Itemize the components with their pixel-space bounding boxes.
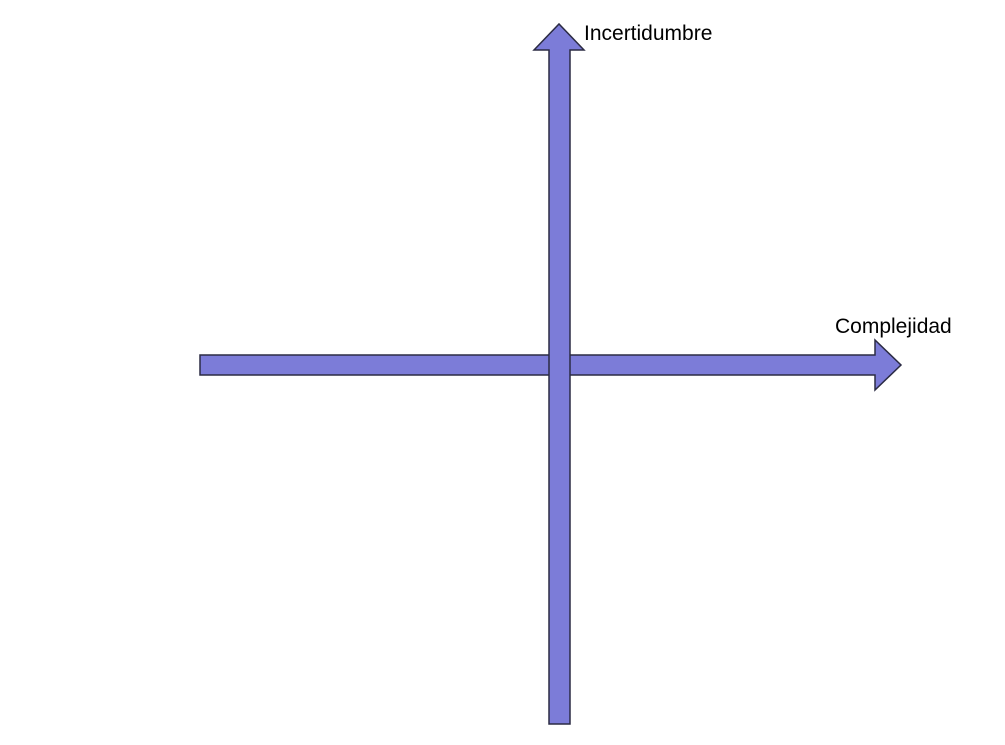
vertical-axis-arrow [532, 22, 586, 725]
vertical-axis-label: Incertidumbre [584, 22, 713, 45]
horizontal-axis-label: Complejidad [835, 315, 952, 338]
